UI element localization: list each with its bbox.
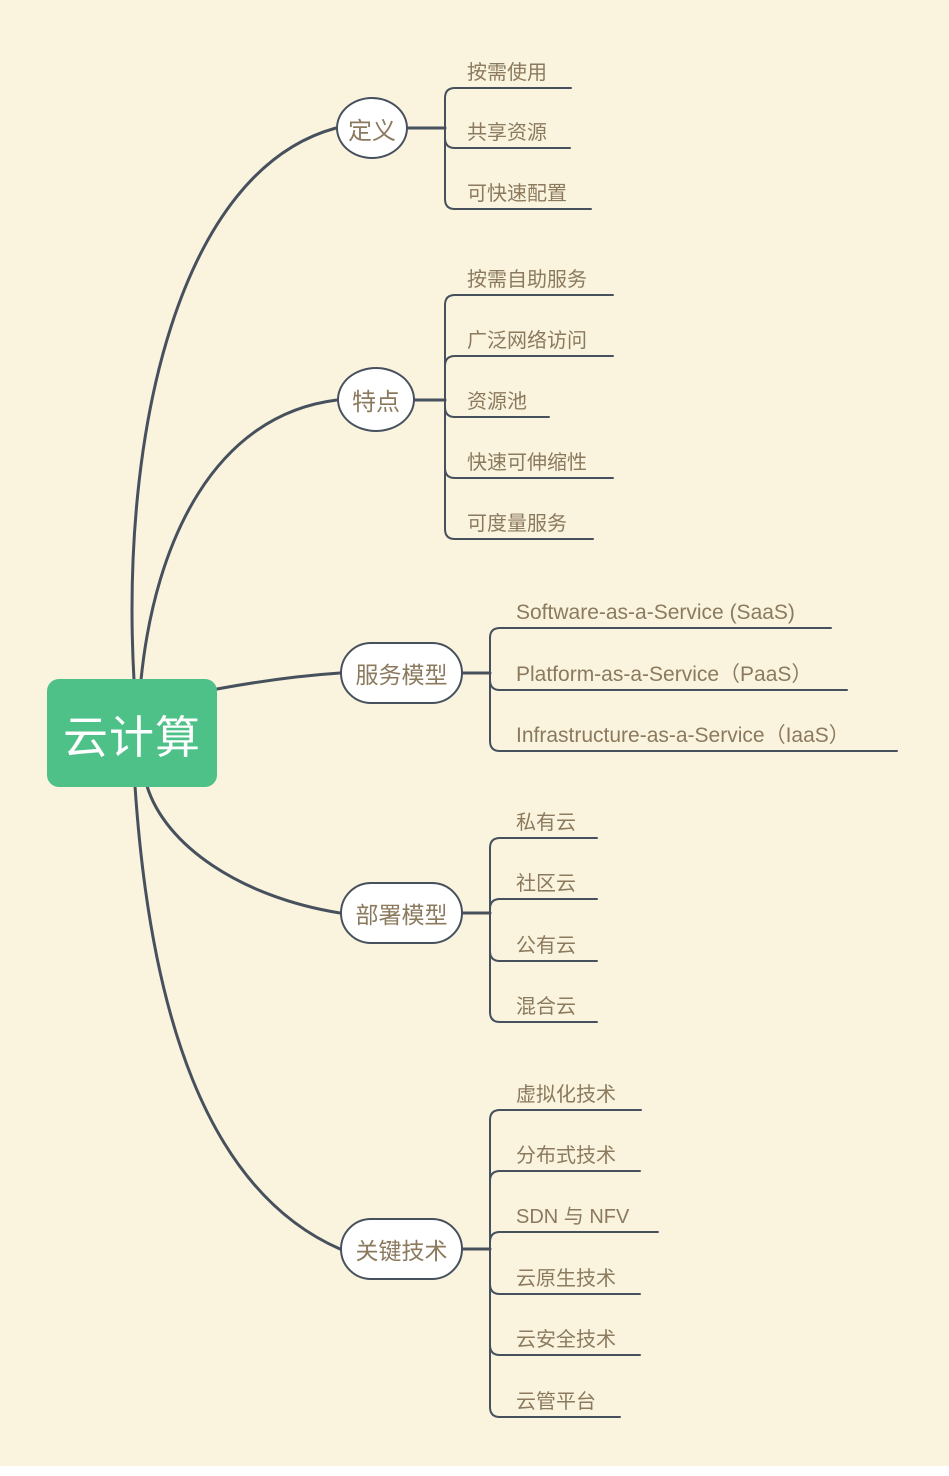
bracket-deployment-models-child-4 — [489, 912, 598, 1023]
bracket-features-child-5 — [444, 399, 594, 540]
branch-node-label: 部署模型 — [355, 902, 448, 928]
leaf-resource-pooling[interactable]: 资源池 — [467, 391, 527, 413]
leaf-community-cloud[interactable]: 社区云 — [516, 873, 576, 895]
bracket-key-technologies-child-3 — [489, 1231, 659, 1250]
branch-node-deployment-models[interactable]: 部署模型 — [340, 882, 463, 944]
leaf-cloud-security[interactable]: 云安全技术 — [516, 1329, 616, 1351]
branch-node-key-technologies[interactable]: 关键技术 — [340, 1218, 463, 1280]
leaf-sdn-nfv[interactable]: SDN 与 NFV — [516, 1206, 630, 1228]
leaf-cloud-native[interactable]: 云原生技术 — [516, 1268, 616, 1290]
leaf-private-cloud[interactable]: 私有云 — [516, 812, 576, 834]
branch-node-label: 服务模型 — [355, 662, 448, 688]
bracket-key-technologies-child-6 — [489, 1248, 621, 1418]
leaf-broad-network-access[interactable]: 广泛网络访问 — [467, 330, 587, 352]
bracket-service-models-child-3 — [489, 672, 898, 752]
curve-root-to-branch-service-models — [215, 671, 342, 691]
leaf-virtualization[interactable]: 虚拟化技术 — [516, 1084, 616, 1106]
bracket-definition-child-1 — [444, 87, 572, 129]
bottom-white-strip — [0, 1466, 949, 1476]
leaf-rapid-provisioning[interactable]: 可快速配置 — [467, 183, 567, 205]
bracket-key-technologies-child-2 — [489, 1170, 641, 1250]
leaf-distributed-tech[interactable]: 分布式技术 — [516, 1145, 616, 1167]
branch-node-label: 定义 — [348, 117, 396, 145]
leaf-public-cloud[interactable]: 公有云 — [516, 935, 576, 957]
bracket-features-child-1 — [444, 294, 614, 401]
leaf-shared-resources[interactable]: 共享资源 — [467, 122, 547, 144]
bracket-service-models-child-1 — [489, 627, 832, 674]
branch-node-features[interactable]: 特点 — [337, 367, 415, 432]
bracket-deployment-models-child-1 — [489, 837, 598, 914]
curve-root-to-branch-deployment-models — [145, 784, 342, 915]
branch-node-label: 关键技术 — [355, 1238, 448, 1264]
leaf-on-demand-self-service[interactable]: 按需自助服务 — [467, 269, 587, 291]
leaf-paas[interactable]: Platform-as-a-Service（PaaS） — [516, 663, 813, 686]
leaf-rapid-elasticity[interactable]: 快速可伸缩性 — [467, 452, 587, 474]
bracket-key-technologies-child-1 — [489, 1109, 642, 1250]
root-node-cloud-computing[interactable]: 云计算 — [47, 679, 217, 787]
leaf-hybrid-cloud[interactable]: 混合云 — [516, 996, 576, 1018]
bracket-features-child-2 — [444, 355, 614, 401]
leaf-iaas[interactable]: Infrastructure-as-a-Service（IaaS） — [516, 724, 850, 747]
curve-root-to-branch-features — [139, 398, 339, 682]
curve-root-to-branch-definition — [130, 126, 338, 682]
branch-node-label: 特点 — [352, 389, 400, 416]
curve-root-to-branch-key-technologies — [133, 784, 342, 1251]
leaf-measured-service[interactable]: 可度量服务 — [467, 513, 567, 535]
leaf-cloud-mgmt-platform[interactable]: 云管平台 — [516, 1391, 596, 1413]
branch-node-definition[interactable]: 定义 — [336, 97, 408, 159]
bracket-definition-child-3 — [444, 127, 592, 210]
branch-node-service-models[interactable]: 服务模型 — [340, 642, 463, 704]
bracket-deployment-models-child-2 — [489, 898, 598, 914]
leaf-saas[interactable]: Software-as-a-Service (SaaS) — [516, 601, 795, 624]
root-node-label: 云计算 — [62, 711, 201, 763]
leaf-on-demand-use[interactable]: 按需使用 — [467, 62, 547, 84]
